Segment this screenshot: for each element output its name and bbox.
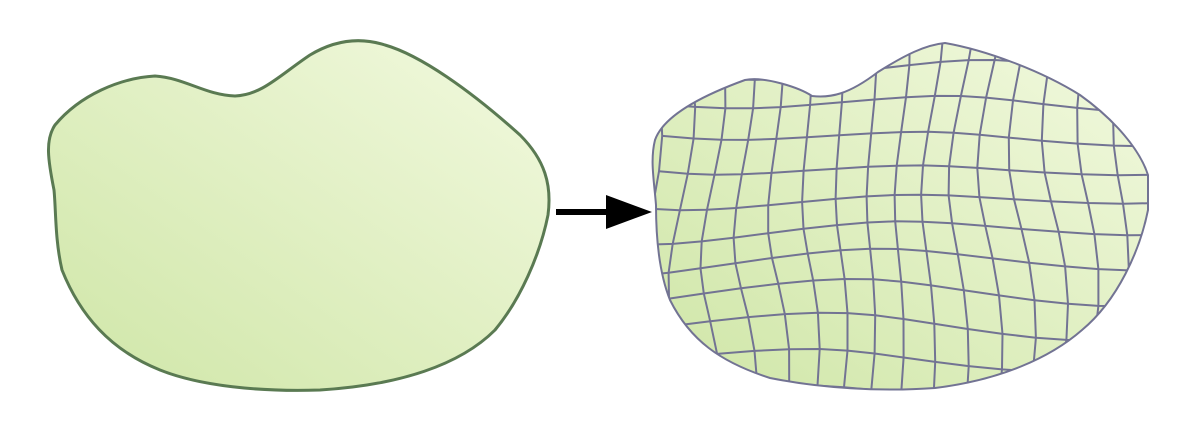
- mesh-column-line: [699, 48, 727, 390]
- mesh-column-line: [801, 49, 821, 386]
- right-arrow-icon: [556, 195, 652, 229]
- output-region: [651, 42, 1149, 391]
- mesh-column-line: [947, 43, 976, 390]
- mesh-column-line: [865, 43, 878, 390]
- mesh-row-line: [652, 43, 1148, 53]
- mesh-column-line: [767, 51, 791, 386]
- input-region: [46, 39, 551, 392]
- mesh-column-line: [732, 51, 759, 387]
- mesh-column-line: [1007, 43, 1037, 390]
- mesh-column-line: [893, 43, 911, 390]
- mesh-column-line: [834, 46, 849, 388]
- mesh-column-line: [920, 43, 945, 390]
- mesh-column-line: [976, 43, 1004, 390]
